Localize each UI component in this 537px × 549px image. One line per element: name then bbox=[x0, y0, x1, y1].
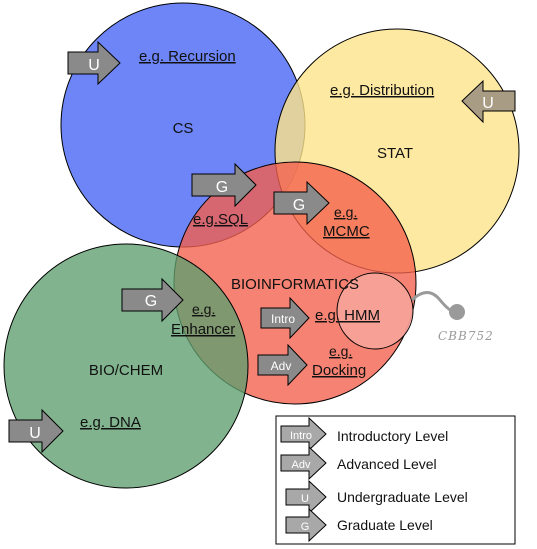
arrow-adv-docking: Adv bbox=[257, 343, 308, 387]
arrow-g-enhancer: G bbox=[121, 277, 184, 323]
example-dna: e.g. DNA bbox=[80, 414, 141, 431]
biochem-label: BIO/CHEM bbox=[89, 362, 163, 379]
legend-label-u: Undergraduate Level bbox=[337, 489, 468, 505]
example-mcmc-line1: e.g. bbox=[334, 204, 357, 220]
hmm-circle bbox=[336, 272, 414, 350]
example-recursion: e.g. Recursion bbox=[139, 48, 236, 65]
hmm-connector-line bbox=[410, 291, 456, 314]
arrow-u-cs-label: U bbox=[88, 57, 100, 74]
arrow-g-mcmc: G bbox=[273, 180, 330, 226]
arrow-u-cs: U bbox=[67, 40, 121, 86]
example-mcmc-line2: MCMC bbox=[323, 223, 370, 240]
arrow-g-enhancer-label: G bbox=[145, 293, 157, 310]
arrow-g-cs-label: G bbox=[216, 179, 228, 196]
example-hmm: e.g. HMM bbox=[315, 307, 380, 324]
legend-label-intro: Introductory Level bbox=[337, 428, 448, 444]
legend: Intro Introductory Level Adv Advanced Le… bbox=[275, 415, 516, 545]
bioinformatics-label: BIOINFORMATICS bbox=[231, 276, 359, 293]
legend-icon-adv: Adv bbox=[292, 459, 311, 471]
legend-item-g: G Graduate Level bbox=[285, 507, 433, 543]
arrow-u-stat-label: U bbox=[482, 95, 494, 112]
example-docking-line1: e.g. bbox=[329, 343, 352, 359]
arrow-intro-hmm: Intro bbox=[260, 296, 310, 340]
stat-label: STAT bbox=[377, 145, 413, 162]
legend-icon-g: G bbox=[301, 521, 310, 533]
legend-item-u: U Undergraduate Level bbox=[285, 479, 468, 515]
legend-label-adv: Advanced Level bbox=[337, 456, 437, 472]
example-docking-line2: Docking bbox=[312, 362, 366, 379]
hmm-connector-dot bbox=[449, 304, 465, 320]
example-distribution: e.g. Distribution bbox=[330, 82, 434, 99]
cs-label: CS bbox=[173, 120, 194, 137]
arrow-u-dna-label: U bbox=[29, 425, 41, 442]
legend-item-intro: Intro Introductory Level bbox=[280, 416, 448, 452]
arrow-g-mcmc-label: G bbox=[293, 197, 305, 214]
example-sql: e.g.SQL bbox=[193, 211, 248, 228]
legend-icon-u: U bbox=[301, 493, 309, 505]
arrow-adv-docking-label: Adv bbox=[271, 359, 292, 373]
signature: CBB752 bbox=[438, 329, 494, 343]
legend-label-g: Graduate Level bbox=[337, 517, 433, 533]
example-enhancer-line2: Enhancer bbox=[171, 321, 235, 338]
arrow-intro-hmm-label: Intro bbox=[271, 312, 295, 326]
arrow-g-cs: G bbox=[191, 162, 257, 208]
legend-item-adv: Adv Advanced Level bbox=[280, 445, 437, 481]
arrow-u-dna: U bbox=[8, 408, 64, 454]
legend-icon-intro: Intro bbox=[290, 430, 312, 442]
biochem-circle bbox=[3, 243, 249, 489]
arrow-u-stat: U bbox=[461, 79, 516, 124]
example-enhancer-line1: e.g. bbox=[192, 301, 215, 317]
